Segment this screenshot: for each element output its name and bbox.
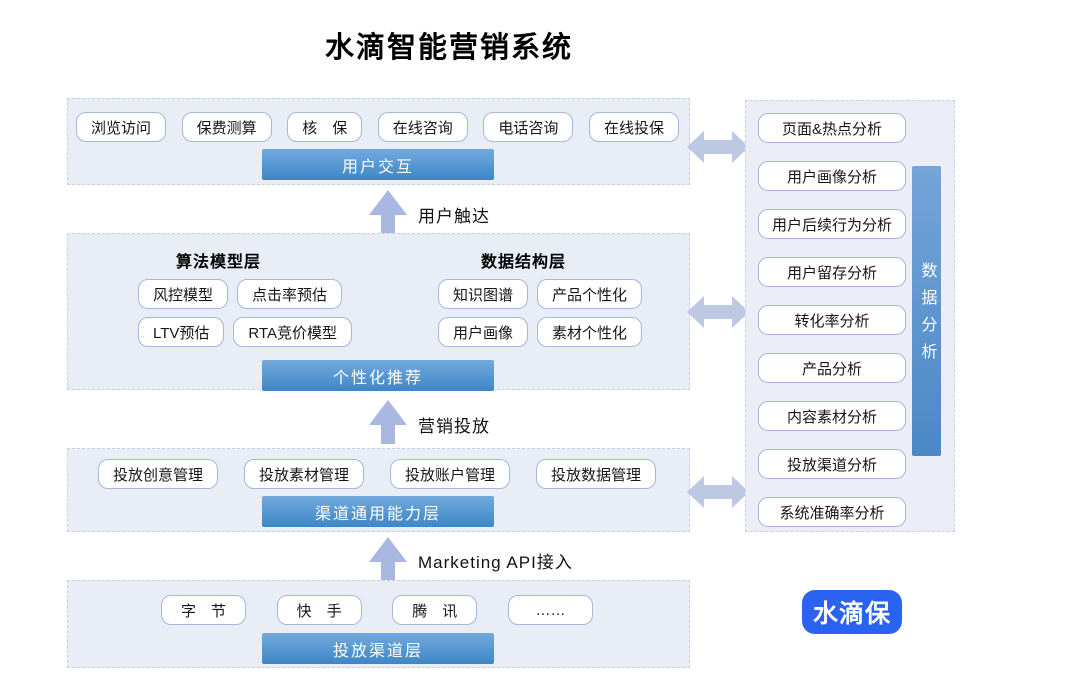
platform-pill: 腾 讯	[392, 595, 478, 625]
analysis-pill: 内容素材分析	[758, 401, 906, 431]
algo-pill: 风控模型	[138, 279, 229, 309]
up-arrow-api	[369, 537, 407, 581]
data-analysis-vertical-bar: 数据分析	[912, 166, 941, 456]
analysis-pill: 产品分析	[758, 353, 906, 383]
user-layer-pill: 在线咨询	[377, 112, 468, 142]
channel-pill: 投放素材管理	[243, 459, 364, 489]
data-pill-grid: 知识图谱 产品个性化 用户画像 素材个性化	[438, 279, 643, 347]
platform-pill: 字 节	[161, 595, 246, 625]
double-arrow-top	[687, 131, 749, 163]
user-layer-pill: 电话咨询	[483, 112, 574, 142]
analysis-panel: 页面&热点分析 用户画像分析 用户后续行为分析 用户留存分析 转化率分析 产品分…	[745, 100, 955, 532]
up-arrow-marketing	[369, 400, 407, 444]
analysis-pill: 用户画像分析	[758, 161, 906, 191]
channel-pill-row: 投放创意管理 投放素材管理 投放账户管理 投放数据管理	[98, 459, 656, 489]
platform-pill: ……	[507, 595, 593, 625]
page-title: 水滴智能营销系统	[325, 32, 574, 64]
data-pill: 知识图谱	[438, 279, 529, 309]
user-interaction-bar: 用户交互	[262, 149, 494, 180]
up-arrow-user-reach	[369, 190, 407, 234]
analysis-pill: 转化率分析	[758, 305, 906, 335]
platform-pill: 快 手	[276, 595, 362, 625]
channel-section: 投放创意管理 投放素材管理 投放账户管理 投放数据管理 渠道通用能力层	[67, 448, 690, 532]
analysis-pill: 用户留存分析	[758, 257, 906, 287]
double-arrow-bottom	[687, 476, 749, 508]
flow-label-marketing: 营销投放	[418, 417, 490, 436]
channel-capability-bar: 渠道通用能力层	[262, 496, 494, 527]
algo-pill-grid: 风控模型 点击率预估 LTV预估 RTA竞价模型	[138, 279, 353, 347]
personalized-recommendation-bar: 个性化推荐	[262, 360, 494, 391]
double-arrow-middle	[687, 296, 749, 328]
analysis-pill: 投放渠道分析	[758, 449, 906, 479]
user-interaction-section: 浏览访问 保费测算 核 保 在线咨询 电话咨询 在线投保 用户交互	[67, 98, 690, 185]
data-pill: 用户画像	[438, 317, 529, 347]
flow-label-api: Marketing API接入	[418, 553, 573, 572]
data-group-title: 数据结构层	[481, 254, 567, 271]
algo-pill: RTA竞价模型	[233, 317, 353, 347]
platform-section: 字 节 快 手 腾 讯 …… 投放渠道层	[67, 580, 690, 668]
analysis-pill: 系统准确率分析	[758, 497, 906, 527]
analysis-pill: 用户后续行为分析	[758, 209, 906, 239]
algo-group-title: 算法模型层	[176, 254, 262, 271]
user-layer-pill-row: 浏览访问 保费测算 核 保 在线咨询 电话咨询 在线投保	[76, 112, 679, 142]
data-pill: 素材个性化	[537, 317, 643, 347]
channel-pill: 投放账户管理	[389, 459, 510, 489]
algo-pill: 点击率预估	[237, 279, 343, 309]
shuidibao-logo: 水滴保	[802, 590, 902, 634]
flow-label-user-reach: 用户触达	[418, 207, 490, 226]
data-pill: 产品个性化	[537, 279, 643, 309]
model-section: 算法模型层 数据结构层 风控模型 点击率预估 LTV预估 RTA竞价模型 知识图…	[67, 233, 690, 391]
platform-layer-bar: 投放渠道层	[262, 633, 494, 664]
analysis-pill: 页面&热点分析	[758, 113, 906, 143]
user-layer-pill: 核 保	[287, 112, 363, 142]
user-layer-pill: 浏览访问	[76, 112, 167, 142]
user-layer-pill: 在线投保	[588, 112, 679, 142]
user-layer-pill: 保费测算	[181, 112, 272, 142]
platform-pill-row: 字 节 快 手 腾 讯 ……	[161, 595, 593, 625]
channel-pill: 投放创意管理	[98, 459, 219, 489]
algo-pill: LTV预估	[138, 317, 225, 347]
channel-pill: 投放数据管理	[535, 459, 656, 489]
